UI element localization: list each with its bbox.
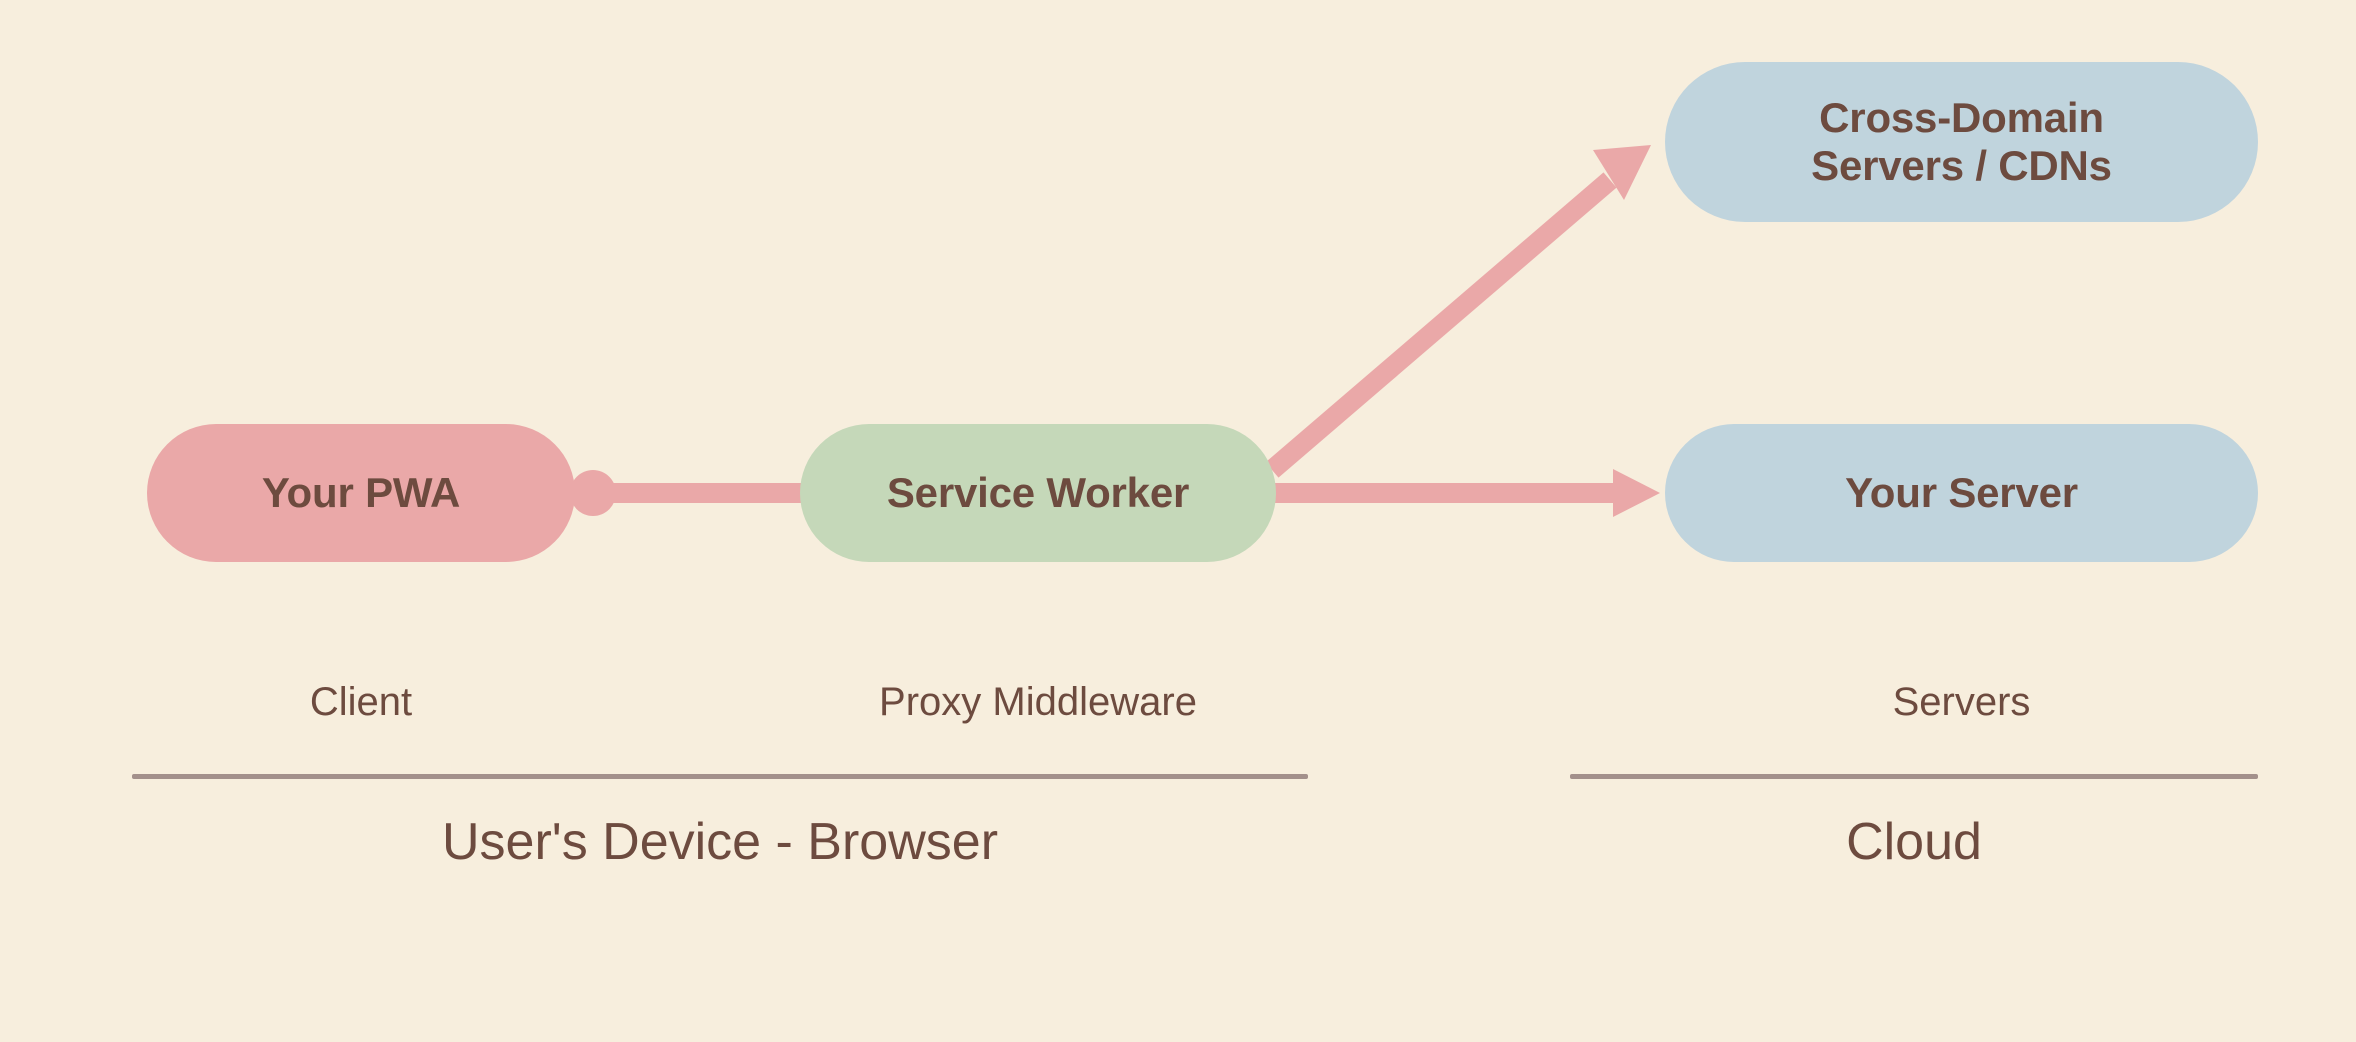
arrowhead-icon-sw-cdn [1593,145,1651,200]
node-service-worker[interactable]: Service Worker [800,424,1276,562]
zone-divider-device [132,774,1308,779]
node-your-pwa[interactable]: Your PWA [147,424,575,562]
zone-caption-proxy-middleware: Proxy Middleware [879,680,1197,724]
node-cross-domain-servers[interactable]: Cross-Domain Servers / CDNs [1665,62,2258,222]
edge-service-worker-to-your-server [1274,469,1660,517]
node-your-server-label: Your Server [1845,469,2078,516]
node-your-pwa-label: Your PWA [261,469,461,516]
edge-service-worker-to-cross-domain [1265,145,1651,478]
zone-divider-cloud [1570,774,2258,779]
edge-pwa-to-service-worker [570,470,802,516]
edge-line-sw-cdn [1265,172,1617,478]
node-cross-domain-servers-label: Cross-Domain Servers / CDNs [1811,93,2112,189]
zone-caption-servers: Servers [1892,680,2031,724]
zone-title-users-device: User's Device - Browser [441,813,999,871]
node-your-server[interactable]: Your Server [1665,424,2258,562]
node-service-worker-label: Service Worker [886,469,1190,516]
arrowhead-icon-sw-server [1613,469,1660,517]
zone-caption-client: Client [309,680,413,724]
zone-title-cloud: Cloud [1846,813,1982,871]
edge-source-dot-icon [570,470,616,516]
